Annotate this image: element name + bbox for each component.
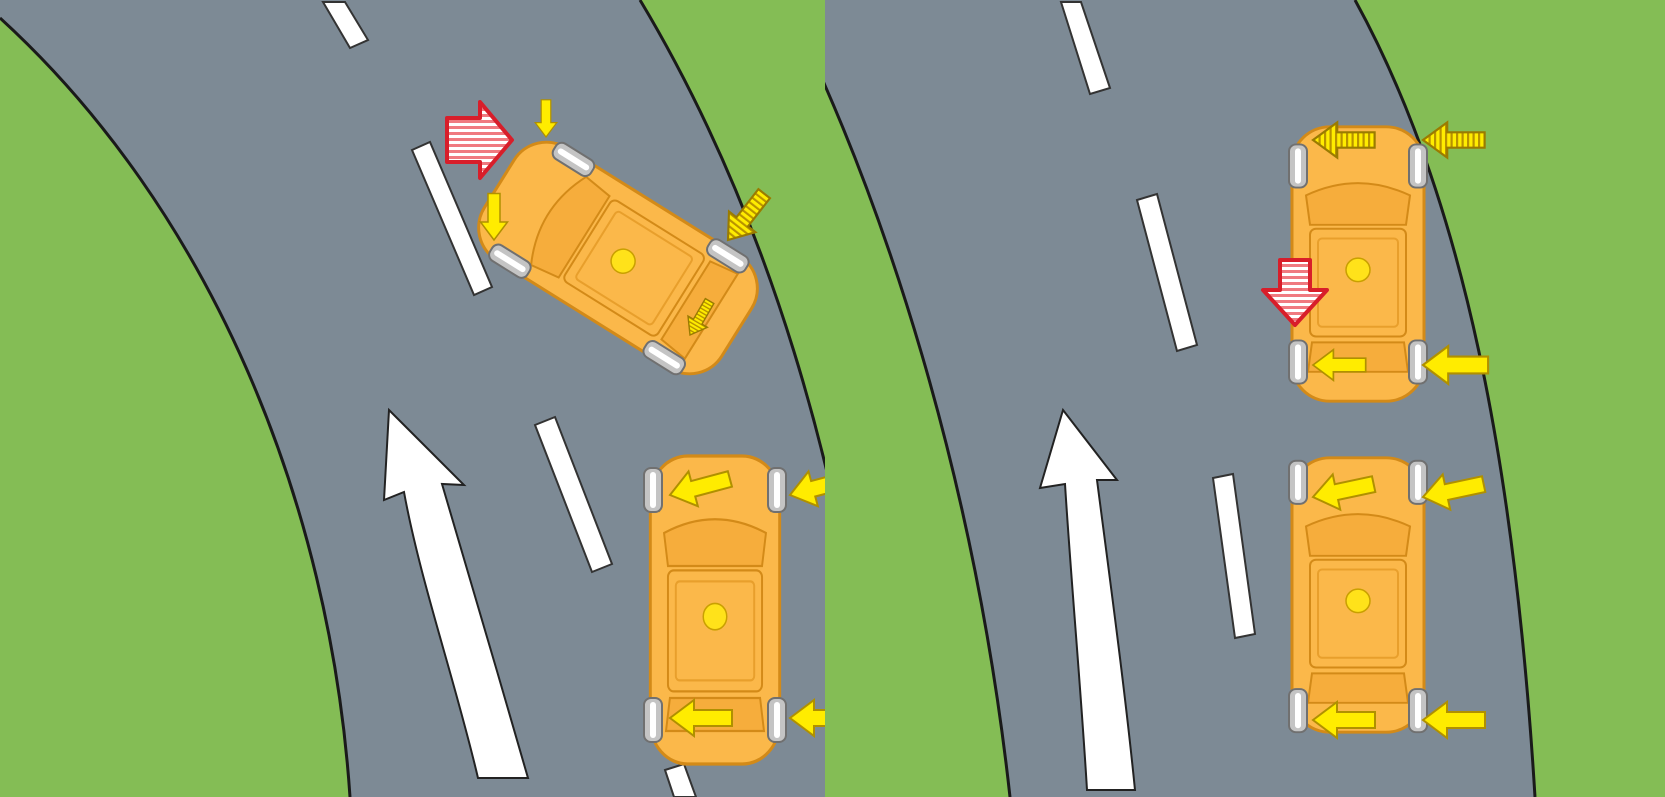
lane-markings [321,1,698,797]
tire-front-left [643,467,663,513]
tire-rear-right [1408,339,1428,385]
centrifugal-force-arrow [1261,258,1329,327]
tire-front-right [767,467,787,513]
road-outer-edge [1353,0,1537,797]
right-panel [825,0,1665,797]
tire-front-right [1408,143,1428,189]
lane-dash [410,140,494,297]
travel-direction-arrow [382,407,530,779]
lane-dash [1211,472,1257,640]
road-outer-edge [638,0,825,471]
car-upright-lower [1288,456,1428,734]
travel-direction-arrow [1038,407,1137,791]
lane-dash [1135,192,1199,353]
centrifugal-force-arrow [445,100,514,180]
tire-front-left [1288,143,1308,189]
lane-dash [533,415,614,574]
tire-rear-left [1288,688,1308,734]
tire-rear-left [1288,339,1308,385]
lane-dash [663,762,698,797]
road-inner-edge [825,81,1012,797]
lane-markings [1059,0,1257,640]
tire-rear-right [1408,688,1428,734]
left-panel [0,0,825,797]
lane-dash [1059,0,1112,96]
lane-dash [321,1,370,50]
tire-front-left [1288,459,1308,505]
tire-rear-left [643,697,663,743]
tire-rear-right [767,697,787,743]
road-inner-edge [0,16,352,797]
